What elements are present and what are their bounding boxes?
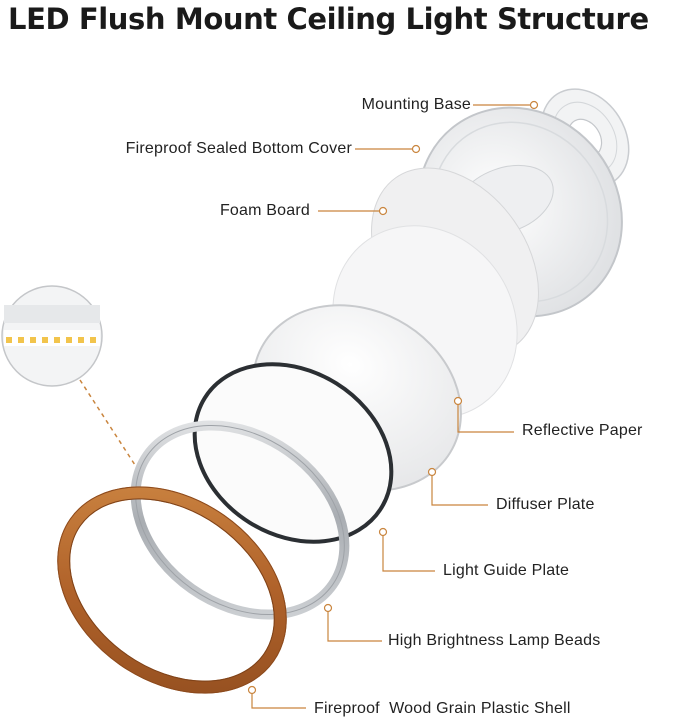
- label-bottom-cover: Fireproof Sealed Bottom Cover: [125, 140, 352, 157]
- label-wood-shell: Fireproof Wood Grain Plastic Shell: [314, 700, 571, 717]
- led-zoom-inset: [1, 285, 136, 466]
- label-light-guide-plate: Light Guide Plate: [443, 562, 570, 579]
- label-reflective-paper: Reflective Paper: [522, 422, 643, 439]
- diagram-title: LED Flush Mount Ceiling Light Structure: [8, 2, 649, 36]
- label-foam-board: Foam Board: [219, 202, 310, 219]
- wood-shell-part: [57, 486, 287, 694]
- label-mounting-base: Mounting Base: [361, 96, 471, 113]
- label-lamp-beads: High Brightness Lamp Beads: [388, 632, 601, 649]
- leader-lines: [251, 104, 533, 709]
- led-chip-icons: [6, 337, 96, 343]
- label-diffuser-plate: Diffuser Plate: [496, 496, 595, 513]
- anchor-dots: [247, 100, 539, 695]
- lamp-beads-frame-part: [130, 420, 350, 620]
